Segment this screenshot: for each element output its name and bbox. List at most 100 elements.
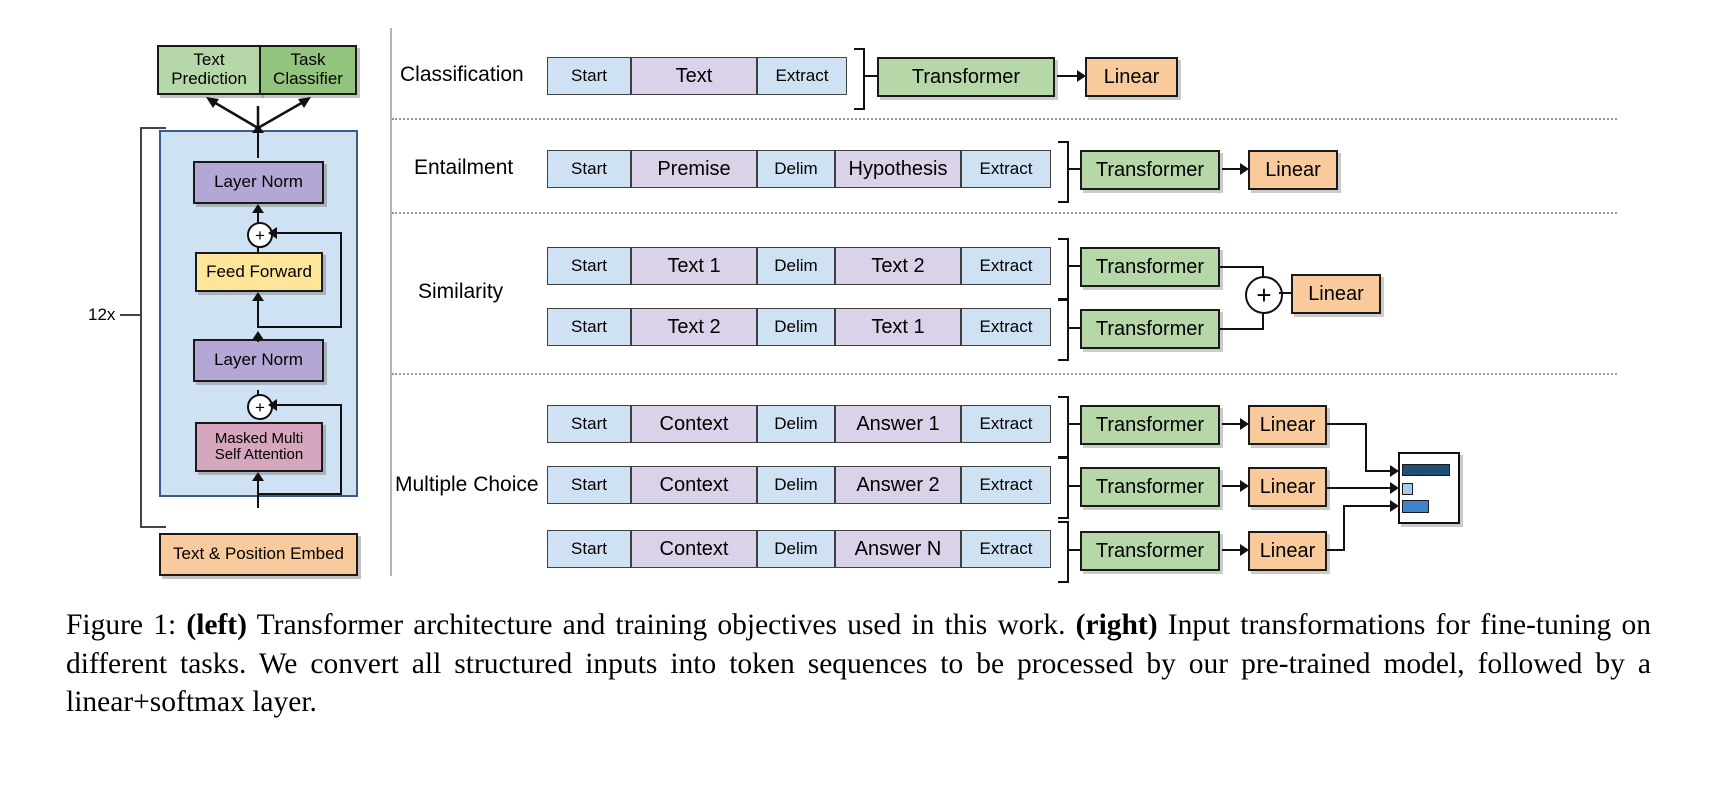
brace-entailment [1058, 141, 1069, 203]
token-delim: Delim [757, 150, 835, 188]
block-output-line [257, 130, 259, 158]
arrow-line-mc1-tf [1067, 485, 1091, 487]
linear-classification: Linear [1085, 57, 1178, 97]
token-start: Start [547, 530, 631, 568]
repeat-bracket-top [140, 127, 166, 129]
token-extract: Extract [961, 247, 1051, 285]
panel-divider [390, 28, 392, 576]
residual-skip-bottom-top [275, 404, 342, 406]
mc0-route-h [1327, 423, 1367, 425]
task-classifier-label: Task Classifier [273, 50, 343, 88]
token-row-similarity-0: Start Text 1 Delim Text 2 Extract [547, 247, 1051, 285]
sim1-to-merge-v [1262, 308, 1264, 329]
token-start: Start [547, 308, 631, 346]
brace-classification [854, 48, 865, 110]
text-position-embed: Text & Position Embed [159, 533, 358, 576]
masked-self-attention-block: Masked Multi Self Attention [195, 422, 323, 472]
mc0-route-h2 [1365, 470, 1394, 472]
linear-entailment: Linear [1248, 150, 1338, 190]
linear-mc-1: Linear [1248, 467, 1327, 507]
token-text2: Text 2 [631, 308, 757, 346]
token-hypothesis: Hypothesis [835, 150, 961, 188]
transformer-mc-0: Transformer [1080, 405, 1220, 445]
linear-similarity: Linear [1291, 274, 1381, 314]
transformer-architecture-panel: Text Prediction Task Classifier Layer No… [0, 0, 390, 600]
token-row-mc-1: Start Context Delim Answer 2 Extract [547, 466, 1051, 504]
token-row-entailment-0: Start Premise Delim Hypothesis Extract [547, 150, 1051, 188]
token-delim: Delim [757, 405, 835, 443]
token-start: Start [547, 57, 631, 95]
arrow-line-cls-tf [863, 75, 887, 77]
similarity-add: + [1245, 276, 1283, 314]
task-classifier-head: Task Classifier [259, 45, 357, 95]
token-row-mc-2: Start Context Delim Answer N Extract [547, 530, 1051, 568]
layer-norm-bottom: Layer Norm [193, 339, 324, 382]
feed-forward-block: Feed Forward [195, 252, 323, 292]
embed-label: Text & Position Embed [172, 544, 345, 564]
arrow-line-mc1-lin [1222, 485, 1244, 487]
sim0-to-merge-h [1220, 266, 1264, 268]
layer-norm-top: Layer Norm [193, 161, 324, 204]
arrow-line-sim0-tf [1067, 265, 1091, 267]
caption-right-tag: (right) [1075, 609, 1158, 641]
token-extract: Extract [961, 405, 1051, 443]
arrowhead-mc0-softmax [1390, 465, 1399, 477]
softmax-bar-2 [1402, 500, 1429, 513]
arrowhead-ent-lin [1240, 163, 1249, 175]
token-answer-2: Answer 2 [835, 466, 961, 504]
layer-norm-bottom-label: Layer Norm [214, 350, 303, 370]
arrowhead-mc0-lin [1240, 418, 1249, 430]
softmax-bar-1 [1402, 483, 1413, 495]
token-row-mc-0: Start Context Delim Answer 1 Extract [547, 405, 1051, 443]
caption-figure-number: Figure 1: [66, 609, 177, 641]
token-row-classification-0: Start Text Extract [547, 57, 847, 95]
transformer-entailment: Transformer [1080, 150, 1220, 190]
token-delim: Delim [757, 308, 835, 346]
residual-skip-top-right [340, 233, 342, 328]
token-context: Context [631, 405, 757, 443]
residual-skip-top-top [275, 232, 342, 234]
token-text2: Text 2 [835, 247, 961, 285]
arrowhead-mc1-lin [1240, 480, 1249, 492]
token-premise: Premise [631, 150, 757, 188]
caption-part-1: Transformer architecture and training ob… [246, 609, 1076, 641]
task-label-similarity: Similarity [418, 280, 504, 303]
task-label-entailment: Entailment [414, 156, 514, 179]
arrowhead-mc1-softmax [1390, 482, 1399, 494]
token-extract: Extract [961, 150, 1051, 188]
text-prediction-label: Text Prediction [171, 50, 247, 88]
repeat-count-label: 12x [88, 305, 116, 324]
softmax-bar-0 [1402, 464, 1450, 476]
token-text1: Text 1 [631, 247, 757, 285]
arrow-line-cls-lin [1057, 75, 1081, 77]
add-symbol-top: + [255, 225, 265, 245]
brace-mc-2 [1058, 521, 1069, 583]
residual-skip-bottom-right [340, 404, 342, 495]
repeat-bracket-bottom [140, 526, 166, 528]
ln-bottom-output-line [257, 338, 259, 342]
token-start: Start [547, 150, 631, 188]
token-row-similarity-1: Start Text 2 Delim Text 1 Extract [547, 308, 1051, 346]
token-extract: Extract [757, 57, 847, 95]
section-separator-1 [392, 118, 1617, 120]
input-transformations-panel: Classification Start Text Extract Transf… [390, 0, 1717, 600]
ln-top-input-arrowhead [252, 204, 264, 213]
text-prediction-head: Text Prediction [157, 45, 261, 95]
arrow-line-mc2-lin [1222, 549, 1244, 551]
token-extract: Extract [961, 466, 1051, 504]
caption-left-tag: (left) [186, 609, 247, 641]
brace-mc-1 [1058, 457, 1069, 519]
ff-input-line [257, 300, 259, 328]
ln-top-input-line2 [257, 213, 259, 223]
arrowhead-mc2-lin [1240, 544, 1249, 556]
figure-caption: Figure 1: (left) Transformer architectur… [66, 606, 1651, 722]
brace-mc-0 [1058, 396, 1069, 458]
token-start: Start [547, 247, 631, 285]
task-label-multiple-choice: Multiple Choice [395, 473, 539, 496]
repeat-bracket-vertical [140, 127, 142, 527]
token-context: Context [631, 466, 757, 504]
block-output-arrowhead [252, 124, 264, 133]
transformer-similarity-1: Transformer [1080, 309, 1220, 349]
linear-mc-2: Linear [1248, 531, 1327, 571]
